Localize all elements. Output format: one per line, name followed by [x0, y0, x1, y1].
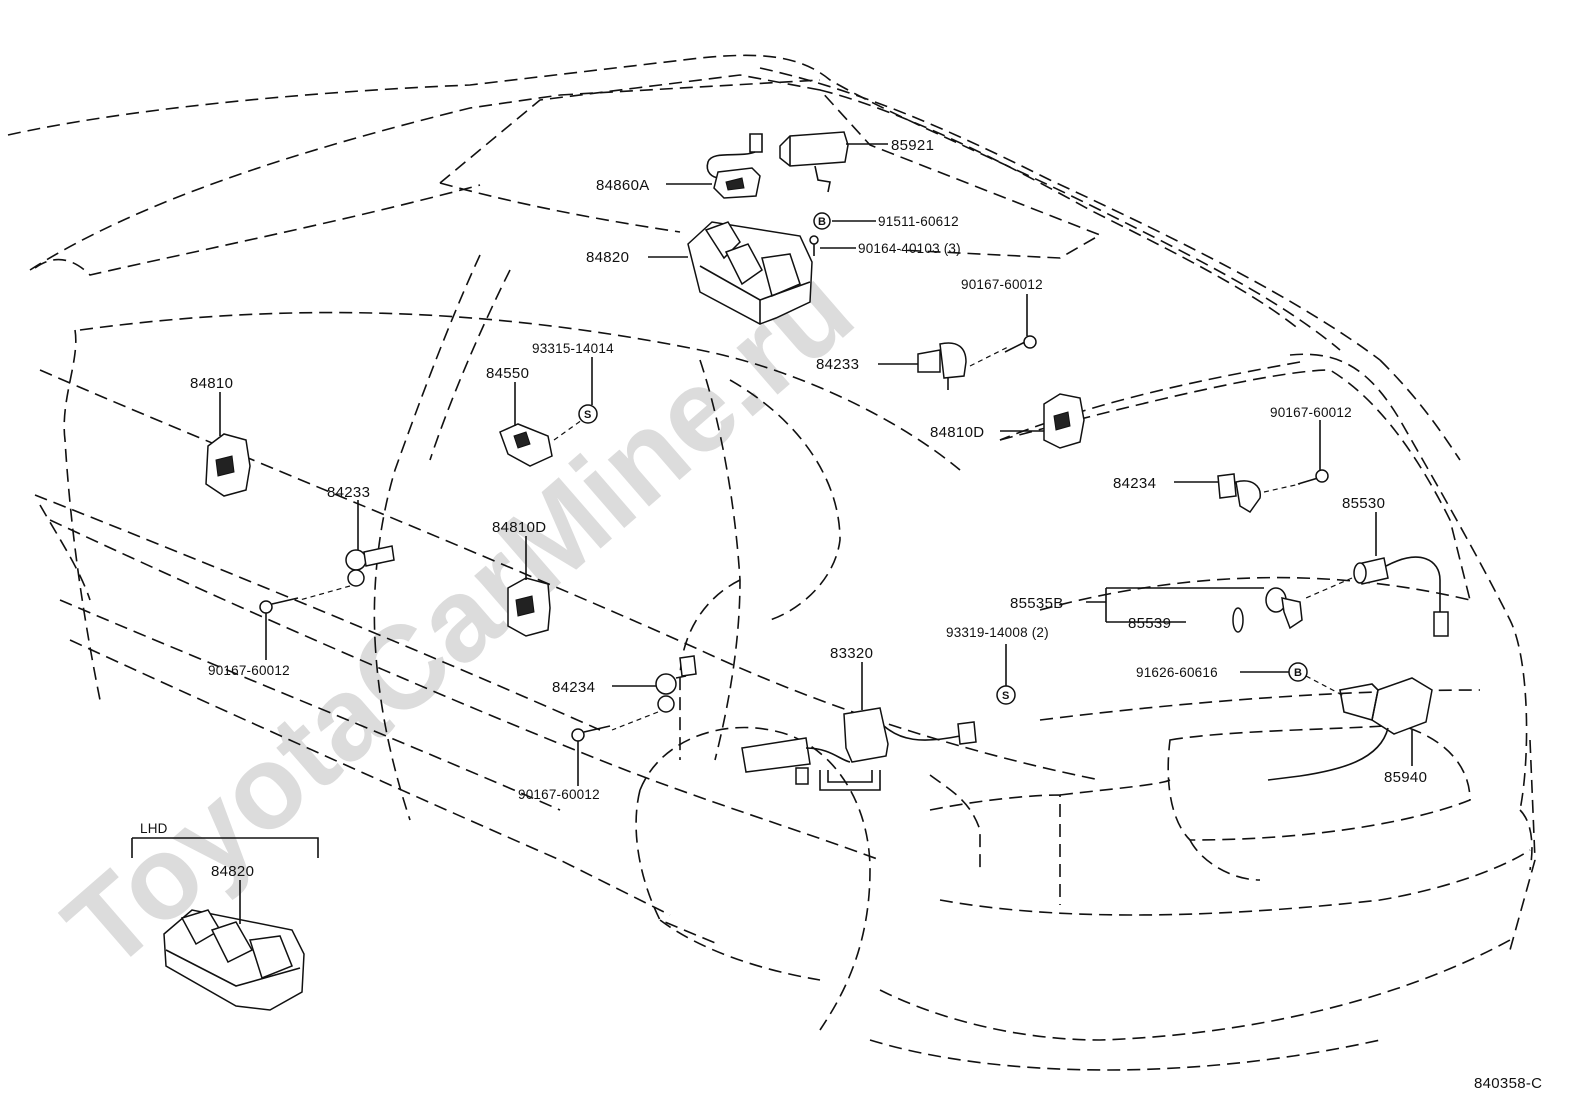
callout-85539: 85539: [1128, 615, 1171, 632]
callout-93319-14008: 93319-14008 (2): [946, 625, 1049, 640]
callout-85535B: 85535B: [1010, 595, 1064, 612]
callout-93315-14014: 93315-14014: [532, 341, 614, 356]
part-84820-lhd-switch: [163, 909, 305, 1011]
callout-84234-center: 84234: [552, 679, 595, 696]
callout-84550: 84550: [486, 365, 529, 382]
callout-84233-right: 84233: [816, 356, 859, 373]
part-90167-screw-left: [259, 597, 299, 614]
fastener-mark-b-lower: B: [1288, 662, 1345, 697]
svg-text:B: B: [1294, 667, 1302, 679]
callout-84820-lhd: 84820: [211, 863, 254, 880]
callout-84234-right: 84234: [1113, 475, 1156, 492]
part-84550-switch: [499, 419, 583, 467]
callout-84233-left: 84233: [327, 484, 370, 501]
callout-84810D-center: 84810D: [492, 519, 546, 536]
fastener-mark-s-upper: S: [578, 404, 598, 424]
svg-text:S: S: [584, 409, 591, 421]
callout-91626-60616: 91626-60616: [1136, 665, 1218, 680]
part-84810D-window-switch-center: [507, 577, 551, 637]
callout-84820-top: 84820: [586, 249, 629, 266]
part-90167-screw-center: [571, 725, 611, 742]
callout-90167-60012-b: 90167-60012: [208, 663, 290, 678]
callout-90164-40103: 90164-40103 (3): [858, 241, 961, 256]
fastener-mark-b-upper: B: [813, 212, 831, 230]
part-85535B-socket: [1265, 587, 1303, 630]
part-85539-bulb: [1232, 607, 1244, 633]
part-84810-window-switch: [205, 433, 251, 497]
callout-85921: 85921: [891, 137, 934, 154]
part-84820-master-switch: [687, 221, 813, 325]
variant-label-lhd: LHD: [140, 821, 168, 836]
part-85940-module: [1267, 677, 1433, 781]
svg-text:S: S: [1002, 690, 1009, 702]
callout-90167-60012-a: 90167-60012: [961, 277, 1043, 292]
callout-90167-60012-d: 90167-60012: [1270, 405, 1352, 420]
callout-91511-60612: 91511-60612: [878, 214, 959, 229]
diagram-code: 840358-C: [1474, 1075, 1542, 1092]
vehicle-body-outline: [7, 54, 1536, 1071]
callout-84860A: 84860A: [596, 177, 650, 194]
part-84234-courtesy-switch-right: [1217, 473, 1301, 513]
part-83320-unit: [741, 707, 977, 791]
part-84810D-window-switch-right: [1043, 393, 1085, 449]
part-90164-screw: [809, 235, 819, 256]
part-84233-courtesy-switch-left: [299, 545, 395, 601]
part-84234-courtesy-switch-center: [611, 655, 697, 731]
callout-83320: 83320: [830, 645, 873, 662]
callout-90167-60012-c: 90167-60012: [518, 787, 600, 802]
callout-85530: 85530: [1342, 495, 1385, 512]
part-90167-screw-right-upper: [1004, 335, 1037, 353]
watermark-text: ToyotaCarMine.ru: [40, 243, 877, 995]
part-84860A-switch-harness: [706, 133, 763, 199]
part-85921-module: [779, 131, 849, 193]
fastener-mark-s-lower: S: [996, 685, 1016, 705]
svg-text:B: B: [818, 216, 826, 228]
part-84233-courtesy-switch-right: [917, 342, 1011, 390]
callout-84810D-right: 84810D: [930, 424, 984, 441]
part-85530-lamp-assembly: [1305, 556, 1449, 637]
callout-84810: 84810: [190, 375, 233, 392]
part-90167-screw-right-lower: [1297, 469, 1329, 485]
leader-lines: [131, 143, 1413, 924]
callout-85940: 85940: [1384, 769, 1427, 786]
